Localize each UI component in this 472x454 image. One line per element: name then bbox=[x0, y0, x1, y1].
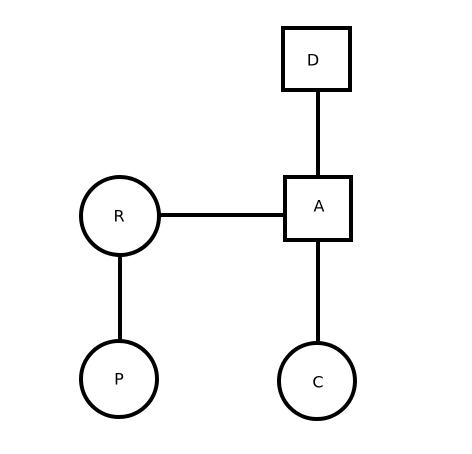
node-p-label: P bbox=[114, 370, 124, 389]
node-d-square bbox=[281, 26, 352, 92]
node-p: P bbox=[79, 339, 159, 419]
node-c-circle bbox=[277, 341, 357, 421]
node-p-circle bbox=[79, 339, 159, 419]
node-a: A bbox=[283, 175, 353, 242]
node-r: R bbox=[79, 175, 161, 257]
node-r-circle bbox=[79, 175, 161, 257]
node-d: D bbox=[281, 26, 352, 92]
node-c-label: C bbox=[312, 373, 323, 392]
node-d-label: D bbox=[307, 51, 319, 70]
node-r-label: R bbox=[113, 207, 124, 226]
node-a-square bbox=[283, 175, 353, 242]
node-a-label: A bbox=[314, 197, 325, 216]
node-c: C bbox=[277, 341, 357, 421]
